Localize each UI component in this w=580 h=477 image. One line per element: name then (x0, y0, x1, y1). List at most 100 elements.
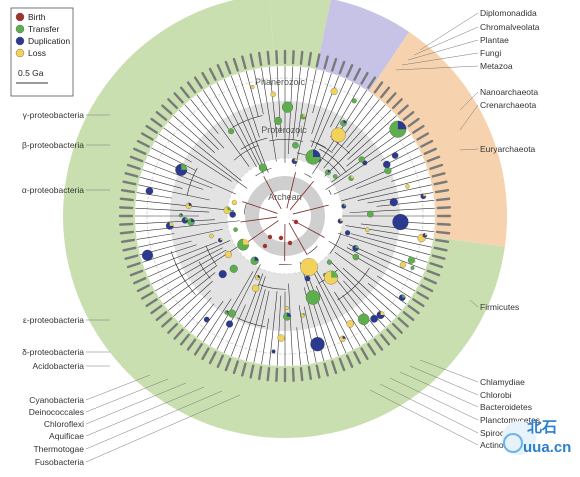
leaf-label-stub (133, 277, 147, 285)
leaf-label-stub (140, 132, 154, 141)
leaf-label-stub (275, 367, 279, 382)
leaf-label-stub (426, 155, 441, 163)
tree-branch (347, 115, 397, 160)
group-label: γ-proteobacteria (23, 110, 85, 120)
leaf-label-stub (155, 311, 168, 322)
leaf-label-stub (373, 81, 384, 94)
tree-branch (349, 207, 435, 213)
group-label: α-proteobacteria (22, 185, 84, 195)
leaf-label-stub (224, 357, 232, 372)
leaf-label-stub (179, 333, 190, 346)
event-pie (209, 233, 214, 239)
tree-branch (245, 71, 259, 117)
leaf-label-stub (402, 110, 415, 121)
event-pie-slice (226, 310, 229, 313)
tree-branch (216, 82, 264, 174)
tree-arc (240, 137, 268, 150)
event-pie-slice (329, 259, 332, 263)
event-pie (228, 309, 237, 318)
watermark-domain-text: uua.cn (523, 439, 571, 456)
event-pie (224, 250, 232, 259)
leaf-label-stub (201, 347, 210, 361)
leaf-label-stub (431, 254, 446, 260)
leaf-label-stub (216, 354, 224, 368)
callout-line (85, 374, 151, 401)
event-pie (304, 275, 311, 282)
birth-event-dot (287, 240, 293, 246)
tree-branch (135, 219, 215, 225)
group-label: Aquificae (49, 431, 84, 441)
event-pie-slice (294, 158, 298, 162)
leaf-label-stub (291, 367, 295, 382)
tree-arc (331, 138, 350, 154)
leaf-label-stub (291, 50, 295, 65)
callout-line (369, 389, 479, 446)
leaf-label-stub (429, 163, 444, 170)
leaf-label-stub (133, 147, 147, 155)
archaea-band (368, 31, 507, 247)
event-pie-slice (149, 187, 154, 191)
leaf-label-stub (241, 362, 247, 377)
group-label: Planctomycetes (480, 415, 540, 425)
leaf-label-stub (412, 298, 425, 308)
tree-branch (178, 290, 211, 323)
leaf-label-stub (386, 328, 397, 340)
root-branch (286, 172, 296, 209)
group-label: β-proteobacteria (22, 140, 84, 150)
eukaryote-band (316, 0, 410, 92)
leaf-label-stub (346, 64, 354, 78)
leaf-label-stub (436, 222, 451, 226)
event-pie-slice (423, 193, 427, 197)
leaf-label-stub (126, 163, 141, 170)
group-label: ε-proteobacteria (23, 315, 84, 325)
leaf-label-stub (307, 365, 313, 381)
leaf-label-stub (433, 180, 448, 186)
leaf-label-stub (120, 238, 136, 244)
tree-branch (203, 298, 232, 342)
leaf-label-stub (129, 269, 144, 277)
leaf-label-stub (420, 139, 434, 148)
tree-arc (319, 148, 347, 173)
leaf-label-stub (208, 67, 217, 81)
leaf-label-stub (353, 67, 362, 81)
scale-bar-label: 0.5 Ga (18, 68, 44, 78)
leaf-label-stub (331, 57, 338, 72)
tree-branch (376, 275, 411, 298)
tree-branch (190, 99, 219, 134)
root-branch (292, 204, 329, 215)
tree-branch (196, 300, 224, 338)
tree-branch (350, 233, 430, 256)
group-callouts: DiplomonadidaChromalveolataPlantaeFungiM… (22, 8, 540, 467)
group-label: Deinococcales (29, 407, 84, 417)
watermark-ring-icon (503, 433, 523, 453)
leaf-label-stub (167, 98, 179, 110)
tree-branch (223, 78, 265, 170)
tree-branch (343, 280, 386, 328)
event-pie-slice (254, 256, 259, 261)
callout-line (85, 394, 241, 463)
leaf-label-stub (380, 333, 391, 346)
tree-branch (136, 192, 173, 199)
leaf-label-stub (386, 92, 397, 104)
transfer-dot-icon (15, 24, 25, 34)
archean-label: Archean (268, 192, 302, 202)
leaf-label-stub (224, 60, 232, 75)
leaf-label-stub (119, 206, 134, 210)
callout-line (409, 365, 479, 396)
loss-dot-icon (15, 48, 25, 58)
root-branch (247, 220, 279, 243)
group-label: Acidobacteria (32, 361, 84, 371)
leaf-label-stub (186, 81, 197, 94)
group-label: Euryarchaeota (480, 144, 536, 154)
tree-branch (357, 184, 432, 201)
leaf-label-stub (416, 291, 430, 300)
tree-branch (342, 295, 374, 338)
leaf-label-stub (397, 317, 409, 328)
leaf-label-stub (407, 117, 420, 128)
group-label: Chlorobi (480, 390, 512, 400)
tree-branch (135, 220, 240, 232)
leaf-label-stub (434, 188, 450, 194)
event-pie (229, 211, 236, 218)
tree-branch (292, 66, 301, 141)
